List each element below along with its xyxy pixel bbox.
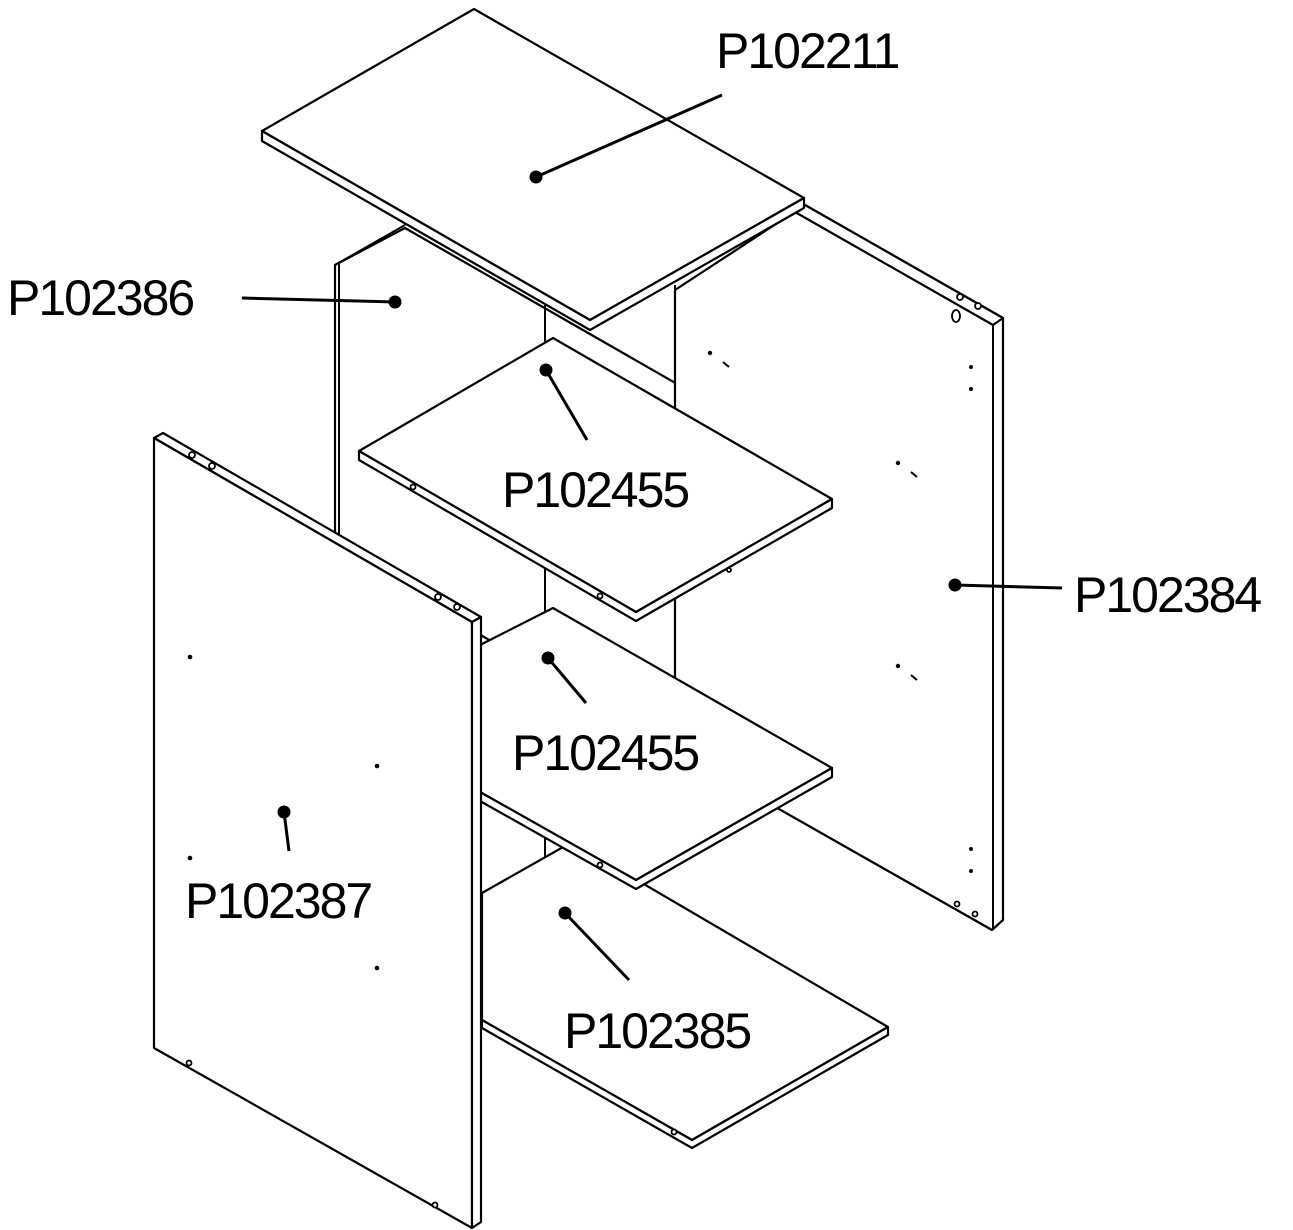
callout-p102387: P102387 (185, 805, 373, 929)
label-shelf-upper: P102455 (502, 462, 688, 518)
label-shelf-middle: P102455 (512, 725, 698, 781)
callout-p102385: P102385 (558, 906, 752, 1059)
shelf-upper (357, 336, 834, 623)
label-top-panel: P102211 (716, 23, 899, 79)
callout-p102384: P102384 (948, 567, 1263, 623)
label-left-side-panel: P102387 (185, 873, 371, 929)
label-right-side-panel: P102384 (1074, 567, 1261, 623)
left-side-panel (152, 431, 483, 1230)
top-panel (260, 7, 806, 332)
callout-p102386: P102386 (7, 270, 402, 326)
callout-p102455-upper: P102455 (502, 363, 690, 518)
callout-p102211: P102211 (529, 23, 901, 184)
label-back-panel: P102386 (7, 270, 193, 326)
callout-p102455-middle: P102455 (512, 651, 700, 781)
bottom-panel (480, 840, 890, 1150)
label-bottom-panel: P102385 (564, 1003, 750, 1059)
